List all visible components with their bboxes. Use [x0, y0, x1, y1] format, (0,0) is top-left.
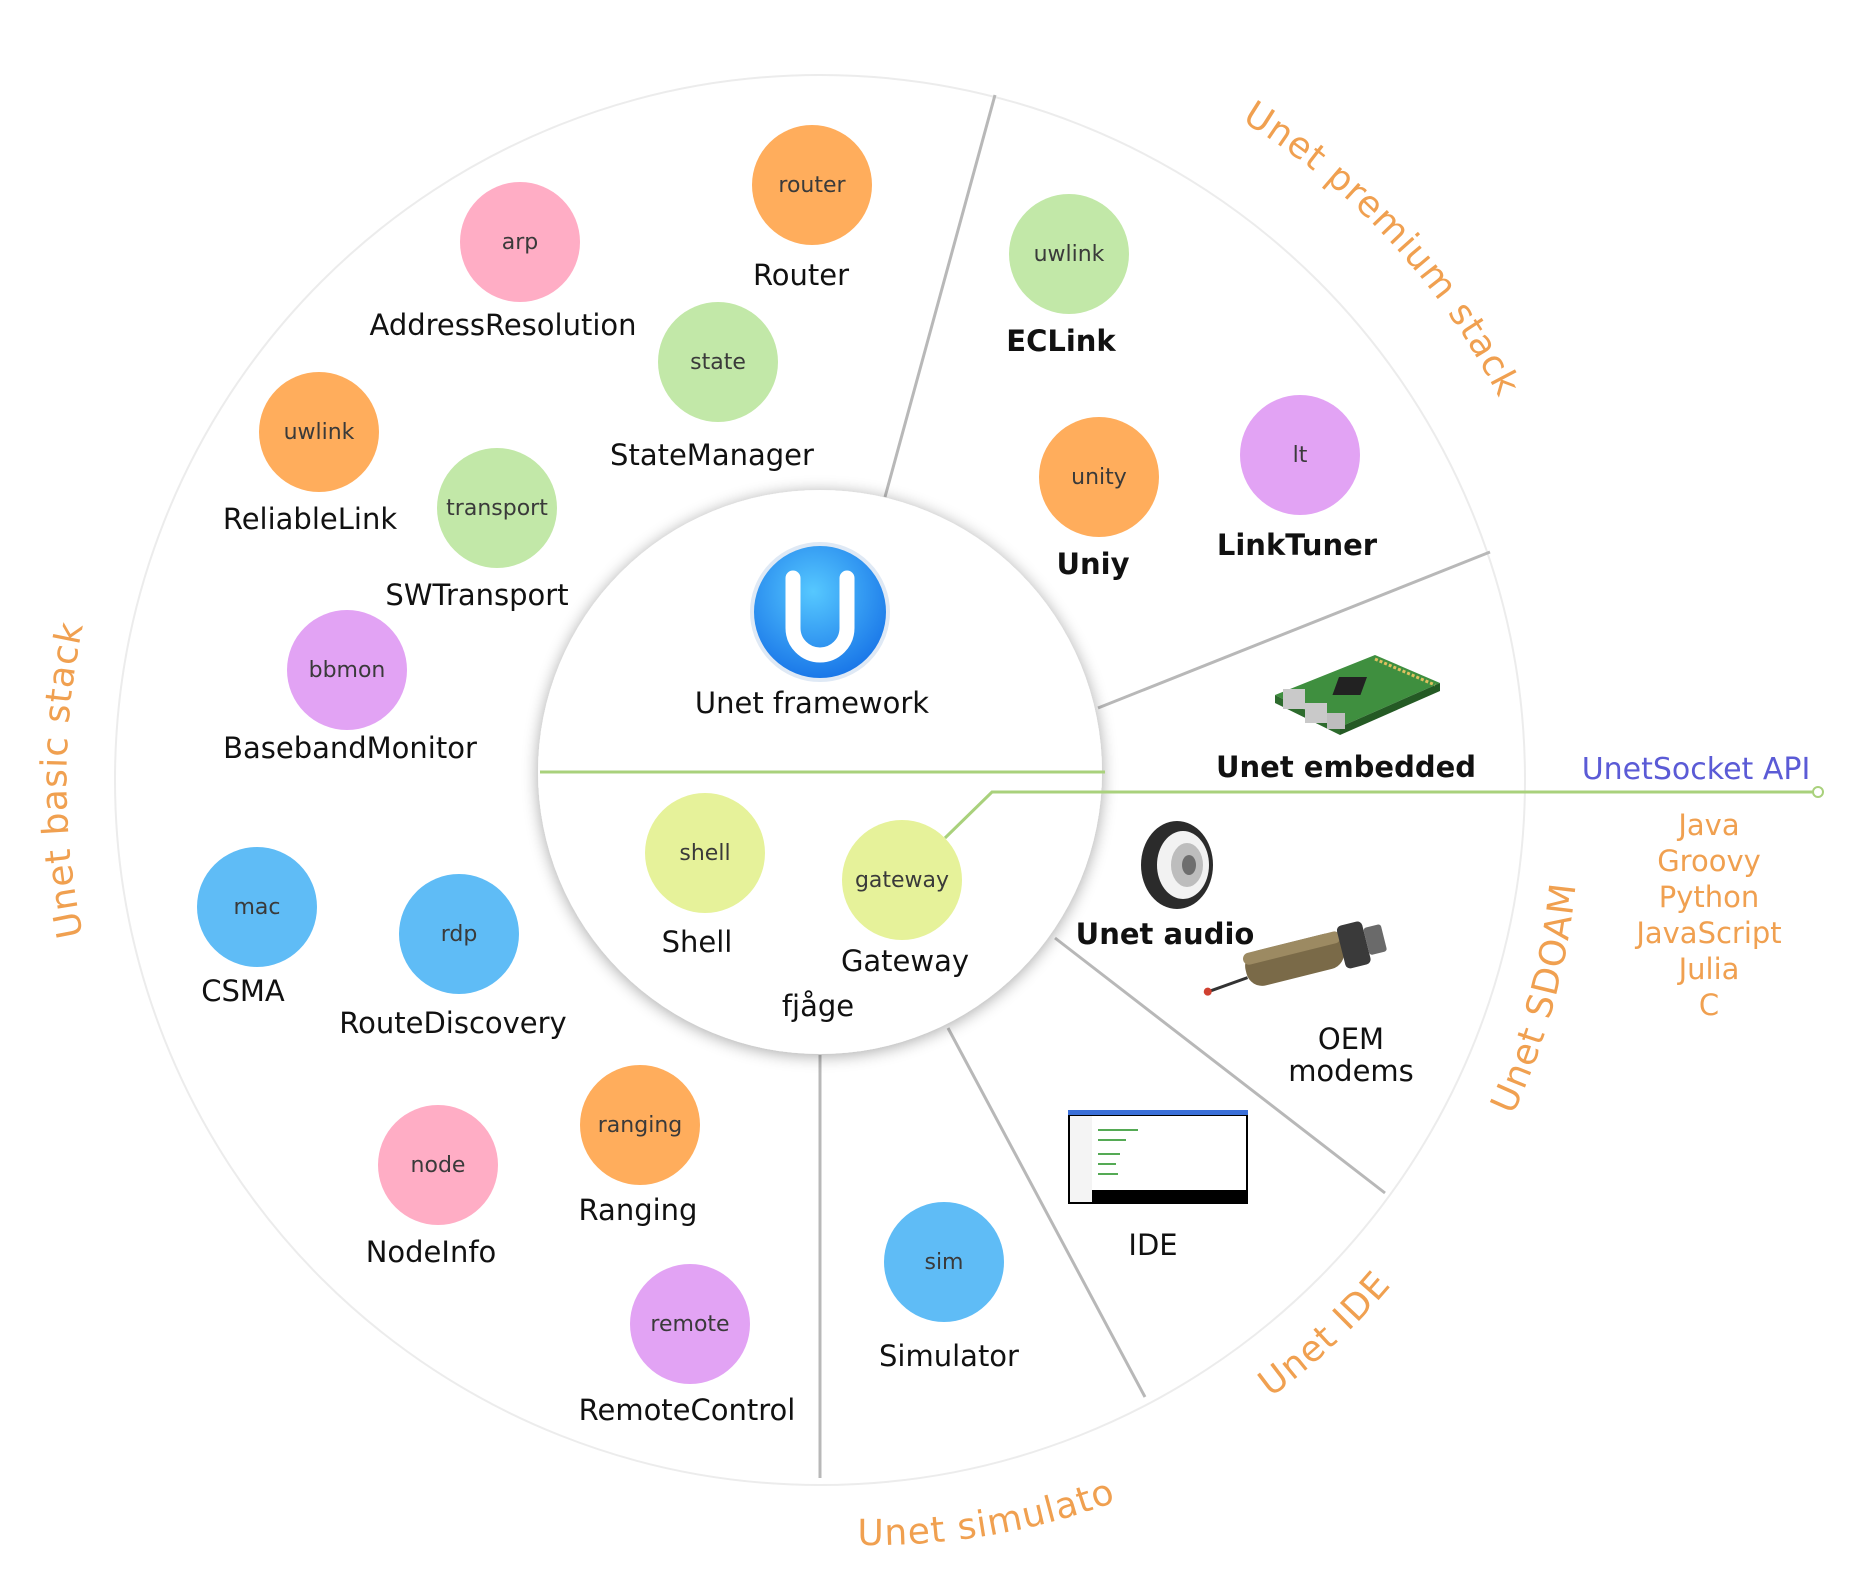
- agent-label: NodeInfo: [366, 1235, 497, 1269]
- agent-short: shell: [679, 841, 730, 866]
- modem-icon: [1203, 921, 1387, 996]
- divider-sdoam-ide: [1054, 936, 1386, 1195]
- agent-sim[interactable]: sim Simulator: [879, 1202, 1019, 1373]
- agent-bubble: [197, 847, 317, 967]
- agent-bbmon[interactable]: bbmon BasebandMonitor: [223, 610, 477, 765]
- agent-bubble: [259, 372, 379, 492]
- agent-eclink[interactable]: uwlink ECLink: [1006, 194, 1129, 358]
- agent-bubble: [287, 610, 407, 730]
- ide-label: IDE: [1128, 1228, 1177, 1262]
- api-language: Python: [1659, 880, 1760, 914]
- agent-label: LinkTuner: [1217, 528, 1378, 562]
- agent-label: SWTransport: [385, 578, 568, 612]
- divider-ide-simulator: [946, 1027, 1147, 1398]
- agent-short: transport: [446, 496, 548, 521]
- agent-label: Simulator: [879, 1339, 1019, 1373]
- agent-label: Router: [753, 258, 849, 292]
- api-language: Julia: [1677, 952, 1740, 986]
- agent-short: state: [690, 350, 746, 375]
- api-language: Java: [1676, 808, 1739, 842]
- agent-label: ReliableLink: [223, 502, 397, 536]
- agent-bubble: [1240, 395, 1360, 515]
- agent-label: Uniy: [1056, 547, 1129, 581]
- agent-label: BasebandMonitor: [223, 731, 477, 765]
- speaker-icon: [1141, 821, 1213, 909]
- agent-state[interactable]: state StateManager: [610, 302, 814, 472]
- agent-label: Gateway: [841, 944, 969, 978]
- api-language: JavaScript: [1634, 916, 1781, 950]
- agent-gateway[interactable]: gateway Gateway: [841, 820, 969, 978]
- agent-label: CSMA: [201, 974, 285, 1008]
- agent-bubble: [752, 125, 872, 245]
- fjage-label: fjåge: [782, 989, 854, 1023]
- agent-remote[interactable]: remote RemoteControl: [579, 1264, 796, 1427]
- agent-rdp[interactable]: rdp RouteDiscovery: [339, 874, 567, 1040]
- api-language: C: [1699, 988, 1719, 1022]
- agent-bubble: [884, 1202, 1004, 1322]
- agent-short: rdp: [441, 922, 478, 947]
- agent-short: node: [411, 1153, 466, 1178]
- agent-bubble: [378, 1105, 498, 1225]
- api-title: UnetSocket API: [1582, 752, 1811, 787]
- agent-bubble: [645, 793, 765, 913]
- agent-short: ranging: [598, 1113, 682, 1138]
- agent-short: remote: [650, 1312, 729, 1337]
- agent-label: RouteDiscovery: [339, 1006, 566, 1040]
- agent-short: router: [778, 173, 846, 198]
- agent-bubble: [842, 820, 962, 940]
- agent-bubble: [630, 1264, 750, 1384]
- agent-mac[interactable]: mac CSMA: [197, 847, 317, 1008]
- agent-ranging[interactable]: ranging Ranging: [579, 1065, 700, 1227]
- agent-short: lt: [1293, 443, 1308, 468]
- agent-bubble: [1009, 194, 1129, 314]
- agent-bubble: [437, 448, 557, 568]
- agent-short: gateway: [855, 868, 949, 893]
- audio-label: Unet audio: [1076, 917, 1255, 951]
- agent-label: StateManager: [610, 438, 814, 472]
- agent-router[interactable]: router Router: [752, 125, 872, 292]
- agent-label: Ranging: [579, 1193, 698, 1227]
- section-basic-stack: Unet basic stack: [34, 618, 92, 942]
- agent-reliablelink[interactable]: uwlink ReliableLink: [223, 372, 397, 536]
- agent-label: Shell: [662, 925, 733, 959]
- agent-shell[interactable]: shell Shell: [645, 793, 765, 959]
- api-connector-end: [1812, 786, 1824, 798]
- divider-premium-embedded: [1097, 550, 1491, 710]
- agent-unity[interactable]: unity Uniy: [1039, 417, 1159, 581]
- modems-label-line2: modems: [1288, 1054, 1414, 1088]
- agent-bubble: [460, 182, 580, 302]
- agent-short: arp: [502, 230, 539, 255]
- agent-transport[interactable]: transport SWTransport: [385, 448, 569, 612]
- agent-label: ECLink: [1006, 324, 1116, 358]
- agent-label: RemoteControl: [579, 1393, 796, 1427]
- agent-short: bbmon: [309, 658, 386, 683]
- agent-arp[interactable]: arp AddressResolution: [369, 182, 637, 342]
- agent-short: sim: [924, 1250, 963, 1275]
- embedded-label: Unet embedded: [1216, 750, 1476, 784]
- agent-bubble: [658, 302, 778, 422]
- modems-label-line1: OEM: [1318, 1022, 1384, 1056]
- api-language: Groovy: [1657, 844, 1761, 878]
- raspberry-pi-icon: [1275, 655, 1440, 735]
- agent-bubble: [1039, 417, 1159, 537]
- agent-node[interactable]: node NodeInfo: [366, 1105, 498, 1269]
- agent-bubble: [399, 874, 519, 994]
- agent-short: mac: [233, 895, 280, 920]
- agent-short: unity: [1071, 465, 1127, 490]
- divider-basic-premium: [883, 94, 997, 498]
- agent-linktuner[interactable]: lt LinkTuner: [1217, 395, 1378, 562]
- agent-short: uwlink: [284, 420, 355, 445]
- center-title: Unet framework: [695, 686, 929, 720]
- agent-bubble: [580, 1065, 700, 1185]
- agent-short: uwlink: [1034, 242, 1105, 267]
- ide-screenshot-icon: [1068, 1110, 1248, 1204]
- api-connector: [943, 790, 1816, 840]
- unet-logo-icon: [750, 542, 890, 682]
- agent-label: AddressResolution: [369, 308, 636, 342]
